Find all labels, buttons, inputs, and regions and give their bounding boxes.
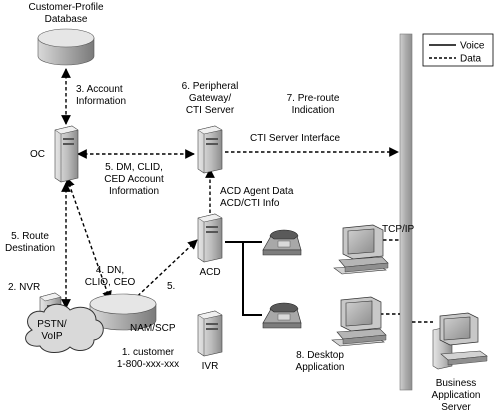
label-line: CTI Server (186, 105, 235, 116)
label-line: CTI Server Interface (250, 133, 340, 144)
label-line: Indication (292, 105, 335, 116)
label-line: 5. Route (11, 231, 49, 242)
nam-scp-database-icon (89, 293, 157, 331)
label-line: CED Account (104, 174, 164, 185)
desktop-pc-icon-2 (331, 296, 387, 347)
legend-data-label: Data (460, 54, 482, 65)
label-pstn-voip: PSTN/VoIP (37, 319, 67, 342)
label-tcp-ip: TCP/IP (382, 224, 415, 235)
label-line: 4. DN, (96, 265, 124, 276)
label-oc: OC (30, 149, 45, 160)
voice-acd-phone2 (242, 242, 262, 316)
label-line: ACD Agent Data (220, 186, 294, 197)
label-acd: ACD (199, 267, 220, 278)
label-line: Destination (5, 243, 55, 254)
label-dn-clio-ceo: 4. DN,CLIO, CEO (85, 265, 136, 288)
lan-bus-bar (399, 33, 413, 391)
label-line: PSTN/ (37, 319, 67, 330)
label-line: 1-800-xxx-xxx (117, 359, 179, 370)
label-line: Application (432, 390, 481, 401)
label-line: TCP/IP (382, 224, 415, 235)
acd-switch-icon (197, 213, 223, 263)
ivr-server-icon (197, 310, 223, 357)
label-line: 3. Account (76, 84, 123, 95)
label-line: Business (436, 378, 477, 389)
label-line: 8. Desktop (296, 350, 344, 361)
label-cti-server-interface: CTI Server Interface (250, 133, 340, 144)
label-line: ACD (199, 267, 220, 278)
legend-voice-label: Voice (460, 41, 485, 52)
pg-cti-server-icon (197, 125, 223, 174)
label-line: 6. Peripheral (182, 81, 239, 92)
label-line: ACD/CTI Info (220, 198, 280, 209)
label-line: 5. DM, CLID, (105, 162, 163, 173)
label-nvr: 2. NVR (8, 282, 40, 293)
database-icon (37, 28, 95, 66)
desktop-pc-icon-1 (333, 224, 389, 275)
label-nam-scp: NAM/SCP (130, 323, 176, 334)
label-line: Database (45, 14, 88, 25)
oc-server-icon (54, 125, 79, 183)
label-step-5: 5. (167, 281, 175, 292)
label-line: 1. customer (122, 347, 175, 358)
label-line: 5. (167, 281, 175, 292)
label-line: OC (30, 149, 45, 160)
legend: Voice Data (422, 33, 494, 67)
label-line: CLIO, CEO (85, 277, 136, 288)
label-line: IVR (202, 361, 219, 372)
label-line: Information (109, 186, 159, 197)
label-line: Server (441, 402, 471, 413)
label-line: VoIP (41, 331, 62, 342)
label-line: 2. NVR (8, 282, 40, 293)
label-line: NAM/SCP (130, 323, 176, 334)
label-line: Gateway/ (189, 93, 231, 104)
label-ivr: IVR (202, 361, 219, 372)
pstn-cloud-icon (25, 303, 104, 353)
phone-icon-2 (262, 302, 302, 329)
business-server-icon (432, 312, 488, 370)
label-line: Information (76, 96, 126, 107)
phone-icon-1 (262, 229, 302, 256)
label-line: Customer-Profile (28, 2, 103, 13)
label-line: 7. Pre-route (287, 93, 340, 104)
label-line: Application (296, 362, 345, 373)
